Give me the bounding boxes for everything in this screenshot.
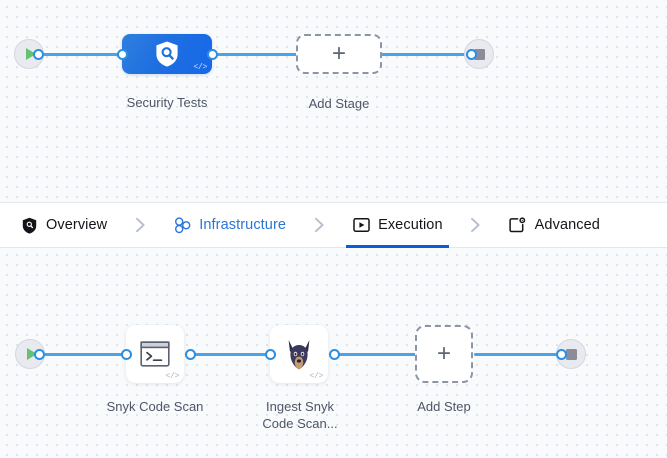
step-label-snyk-code-scan: Snyk Code Scan	[106, 399, 204, 414]
step-end-connector-dot[interactable]	[556, 349, 567, 360]
tab-advanced-label: Advanced	[534, 217, 600, 233]
stage-end-connector-dot[interactable]	[466, 49, 477, 60]
edge-snyk-code-scan-to-ingest	[190, 353, 278, 356]
stop-icon	[565, 348, 577, 360]
snyk-dog-icon	[288, 340, 310, 370]
plus-icon: +	[436, 340, 451, 367]
step-start-connector-dot[interactable]	[34, 349, 45, 360]
tab-separator-3	[449, 217, 503, 233]
step-canvas[interactable]: </> Snyk Code Scan </>	[0, 248, 667, 458]
stage-start-connector-dot[interactable]	[33, 49, 44, 60]
stop-icon	[473, 48, 485, 60]
box-gear-icon	[509, 216, 527, 234]
chevron-right-icon	[314, 217, 324, 233]
play-icon	[25, 48, 36, 60]
chevron-right-icon	[471, 217, 480, 233]
stage-canvas[interactable]: </> Security Tests + Add Stage	[0, 0, 667, 202]
snyk-code-scan-input-dot[interactable]	[121, 349, 132, 360]
step-label-ingest-snyk-code-scan: Ingest Snyk Code Scan...	[262, 399, 338, 431]
pipeline-tab-bar[interactable]: Overview Infrastructure	[0, 202, 667, 248]
edge-add-step-to-end	[474, 353, 562, 356]
stage-label-security-tests: Security Tests	[126, 95, 208, 110]
code-badge: </>	[309, 372, 323, 381]
tab-infrastructure-label: Infrastructure	[199, 217, 287, 233]
step-node-snyk-code-scan[interactable]: </>	[126, 325, 184, 383]
add-step-label: Add Step	[417, 399, 471, 414]
shield-icon	[20, 216, 38, 234]
tab-execution-label: Execution	[378, 217, 443, 233]
step-node-ingest-snyk-code-scan[interactable]: </>	[270, 325, 328, 383]
shield-search-icon	[156, 41, 178, 67]
edge-security-tests-to-add-stage	[212, 53, 304, 56]
step-start-node[interactable]	[15, 339, 45, 369]
stage-start-node[interactable]	[14, 39, 44, 69]
edge-start-to-security-tests	[36, 53, 132, 56]
add-stage-label: Add Stage	[308, 96, 370, 111]
edge-add-stage-to-end	[376, 53, 472, 56]
security-tests-output-dot[interactable]	[207, 49, 218, 60]
add-stage-button[interactable]: +	[296, 34, 382, 74]
plus-icon: +	[331, 40, 346, 67]
cluster-icon	[173, 216, 191, 234]
terminal-icon	[140, 341, 170, 367]
play-icon	[26, 348, 37, 360]
code-badge: </>	[193, 63, 207, 72]
code-badge: </>	[165, 372, 179, 381]
security-tests-input-dot[interactable]	[117, 49, 128, 60]
tab-separator-1	[113, 217, 167, 233]
tab-separator-2	[292, 217, 346, 233]
ingest-output-dot[interactable]	[329, 349, 340, 360]
tab-infrastructure[interactable]: Infrastructure	[167, 203, 292, 247]
ingest-input-dot[interactable]	[265, 349, 276, 360]
tab-overview[interactable]: Overview	[14, 203, 113, 247]
edge-ingest-to-add-step	[334, 353, 416, 356]
chevron-right-icon	[135, 217, 145, 233]
edge-start-to-snyk-code-scan	[38, 353, 128, 356]
tab-overview-label: Overview	[46, 217, 108, 233]
stage-node-security-tests[interactable]: </>	[122, 34, 212, 74]
tab-execution[interactable]: Execution	[346, 203, 449, 248]
tab-advanced[interactable]: Advanced	[503, 203, 606, 247]
add-step-button[interactable]: +	[415, 325, 473, 383]
play-box-icon	[352, 216, 370, 234]
snyk-code-scan-output-dot[interactable]	[185, 349, 196, 360]
